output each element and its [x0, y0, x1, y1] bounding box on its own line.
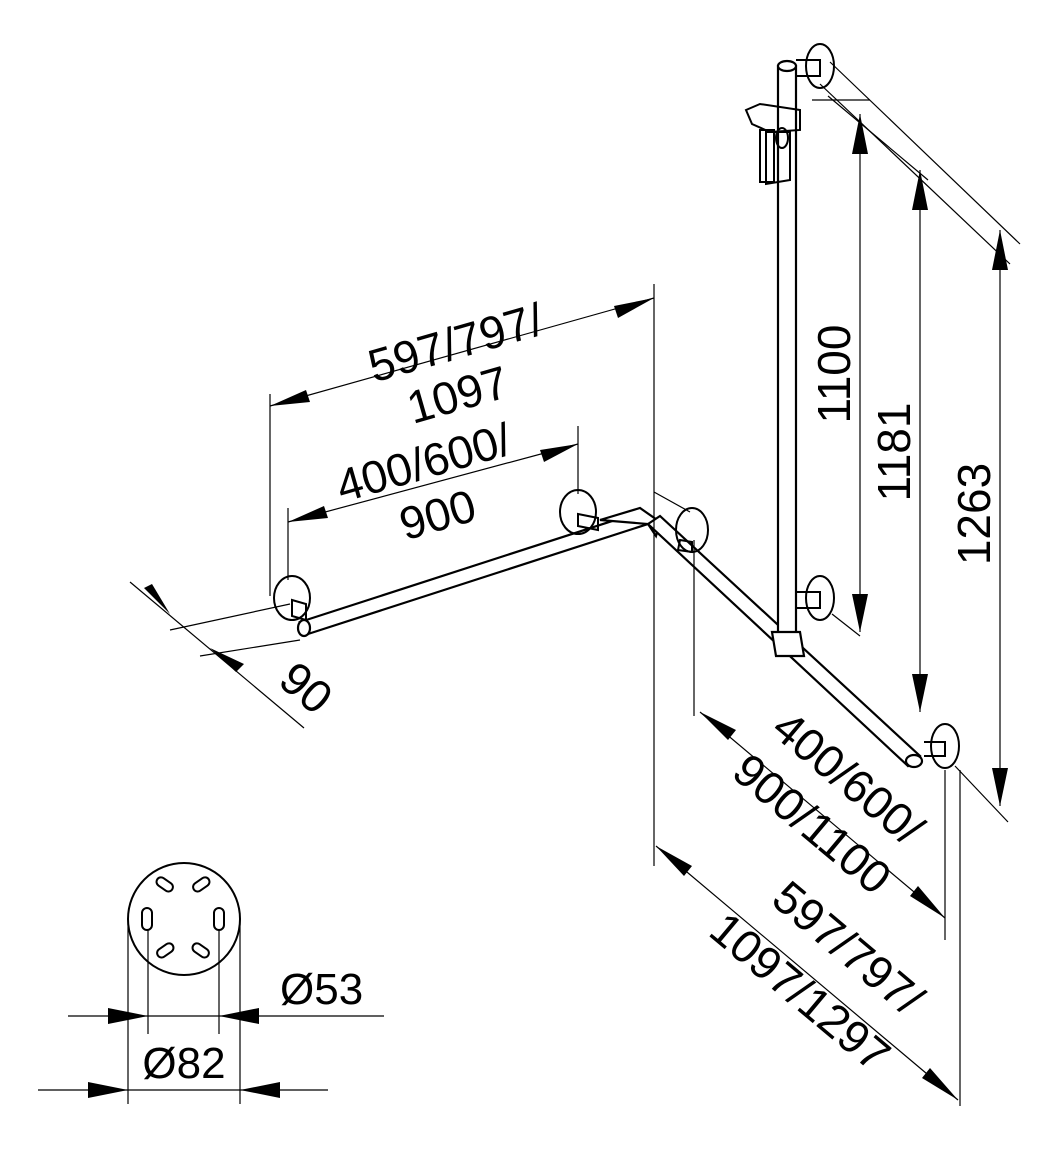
rosette-outer-label: Ø82 [142, 1039, 225, 1088]
vertical-label-1263: 1263 [948, 463, 1000, 565]
vertical-label-1181: 1181 [868, 403, 920, 502]
top-span-dim [269, 297, 655, 407]
grab-bar [296, 59, 924, 769]
offset-dim [129, 581, 305, 729]
rosette-inner-label: Ø53 [280, 965, 363, 1014]
inner-span-dim [287, 443, 579, 523]
offset-label: 90 [270, 651, 343, 724]
vertical-label-1100: 1100 [808, 325, 860, 424]
shower-holder [744, 102, 801, 186]
dimension-labels: 597/797/ 1097 400/600/ 900 90 1100 1181 … [142, 293, 1000, 1088]
right-diag-dims [655, 711, 959, 1101]
extension-lines [169, 61, 1021, 1106]
vertical-dims [852, 114, 1008, 806]
rosette-detail [38, 862, 384, 1104]
